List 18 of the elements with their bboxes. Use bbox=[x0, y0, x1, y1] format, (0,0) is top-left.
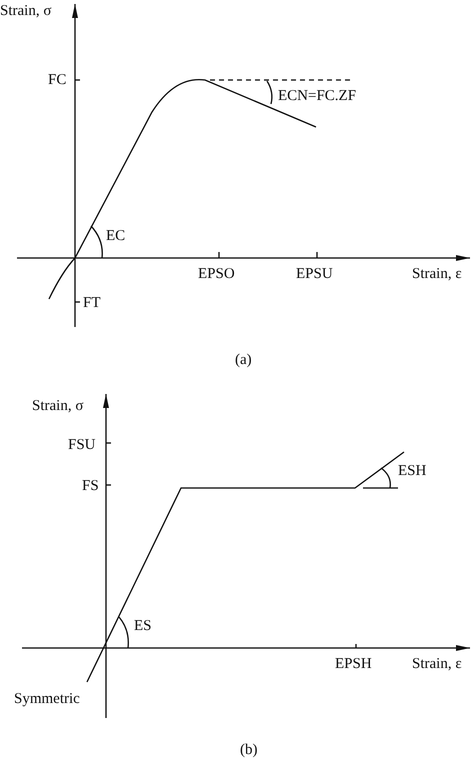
tick-label: EPSH bbox=[335, 656, 372, 673]
tick-label: FSU bbox=[68, 437, 96, 454]
panel-caption: (a) bbox=[235, 352, 252, 369]
axis-title: Strain, σ bbox=[32, 398, 84, 415]
slope-label: ECN=FC.ZF bbox=[278, 88, 356, 105]
annotation: Symmetric bbox=[14, 691, 80, 708]
slope-label: ES bbox=[134, 618, 152, 635]
tick-label: FS bbox=[82, 478, 99, 495]
tick-label: FC bbox=[48, 72, 66, 89]
tick-label: FT bbox=[83, 295, 101, 312]
axis-title: Strain, ε bbox=[412, 656, 462, 673]
panel-caption: (b) bbox=[240, 742, 258, 759]
slope-label: ESH bbox=[398, 463, 426, 480]
slope-label: EC bbox=[106, 228, 126, 245]
axis-title: Strain, σ bbox=[0, 3, 52, 20]
tick-label: EPSO bbox=[198, 266, 235, 283]
axis-title: Strain, ε bbox=[412, 266, 462, 283]
tick-label: EPSU bbox=[296, 266, 333, 283]
